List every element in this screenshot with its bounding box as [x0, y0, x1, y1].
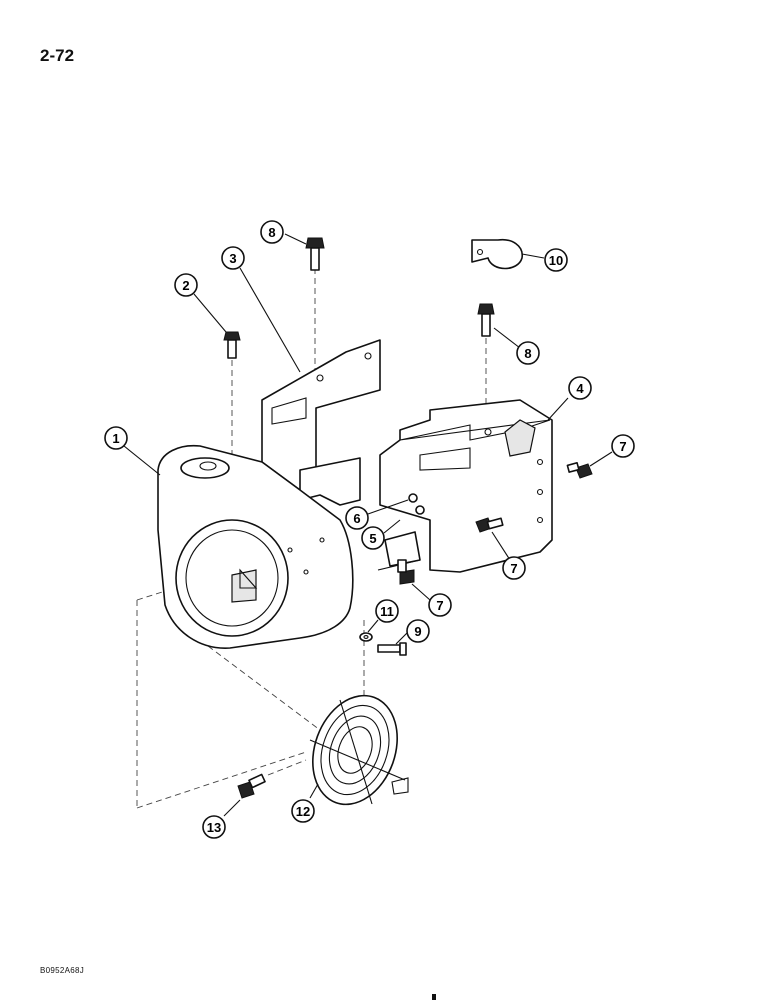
callout-5-label: 5: [369, 531, 376, 546]
callout-13: 13: [202, 815, 226, 839]
blower-housing: [157, 444, 354, 649]
bolt-7-mid: [475, 517, 504, 533]
figure-code: B0952A68J: [40, 966, 85, 975]
page-number: 2-72: [40, 46, 75, 65]
callout-8-right: 8: [516, 341, 540, 365]
bolt-7-right: [566, 462, 593, 479]
callout-12: 12: [291, 799, 315, 823]
callout-4-label: 4: [576, 381, 584, 396]
callout-12-label: 12: [296, 804, 310, 819]
callout-9-label: 9: [414, 624, 421, 639]
callout-2-label: 2: [182, 278, 189, 293]
bolt-9: [377, 642, 407, 656]
leader-lines: [123, 233, 613, 817]
bolt-2: [223, 331, 241, 359]
callout-4: 4: [568, 376, 592, 400]
callout-2: 2: [174, 273, 198, 297]
callout-10-label: 10: [549, 253, 563, 268]
callout-11: 11: [375, 599, 399, 623]
callout-9: 9: [406, 619, 430, 643]
callout-8-right-label: 8: [524, 346, 531, 361]
callout-7-lower-label: 7: [436, 598, 443, 613]
callout-3-label: 3: [229, 251, 236, 266]
callout-6-label: 6: [353, 511, 360, 526]
callout-7-mid: 7: [502, 556, 526, 580]
fan-guard: [309, 694, 409, 806]
clamp: [471, 238, 523, 270]
callout-7-right: 7: [611, 434, 635, 458]
registration-mark: [432, 994, 436, 1000]
callout-3: 3: [221, 246, 245, 270]
callout-7-mid-label: 7: [510, 561, 517, 576]
inner-bracket: [299, 457, 421, 571]
nut-6: [408, 493, 425, 515]
callout-8-upper-label: 8: [268, 225, 275, 240]
bolt-13: [237, 773, 266, 799]
callout-10: 10: [544, 248, 568, 272]
washer-11: [359, 632, 373, 642]
bolt-8-upper: [305, 237, 325, 271]
callout-8-upper: 8: [260, 220, 284, 244]
callout-13-label: 13: [207, 820, 221, 835]
right-mounting-bracket: [379, 399, 553, 573]
callout-7-lower: 7: [428, 593, 452, 617]
bolt-7-lower: [397, 559, 415, 585]
callout-1-label: 1: [112, 431, 119, 446]
callout-6: 6: [345, 506, 369, 530]
callout-11-label: 11: [380, 604, 394, 619]
callout-5: 5: [361, 526, 385, 550]
callout-1: 1: [104, 426, 128, 450]
bolt-8-right: [477, 303, 495, 337]
callout-7-right-label: 7: [619, 439, 626, 454]
